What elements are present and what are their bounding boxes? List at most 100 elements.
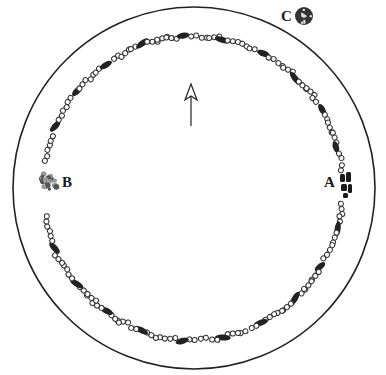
coccus [320,255,327,262]
organism [135,36,151,50]
clump-a [346,172,351,182]
organism [225,38,241,45]
coccus [44,214,49,219]
clump-c-dot [303,15,305,17]
clump-c-dot [301,22,303,24]
organism [210,337,220,342]
region-letter: B [62,175,72,190]
coccus [339,206,345,212]
coccus [338,201,344,207]
coccus [193,33,199,39]
organism [44,223,54,234]
organism [338,162,345,173]
coccus [145,39,150,44]
organism [298,286,307,297]
dark-cell [135,36,151,50]
organism [176,32,190,40]
coccus [164,35,170,41]
dark-cell [214,35,231,45]
coccus [150,39,155,44]
clump-c-dot [303,15,305,17]
clump-a [341,184,347,191]
organism [154,34,170,43]
clump-c-dot [301,13,303,15]
organism [41,153,50,164]
coccus [338,167,344,173]
clump-b [53,178,57,182]
organism-ring [41,32,345,346]
organism [198,335,209,342]
organism-clumps [39,7,352,198]
coccus [210,337,215,342]
organism [55,112,65,123]
coccus [339,162,345,168]
organism [99,305,114,317]
organism [309,94,319,105]
coccus [225,38,231,44]
arrow-shaft [190,96,191,126]
organism [44,214,50,225]
coccus [199,35,204,40]
clump-a [340,174,345,182]
organism [128,325,139,332]
clump-b [48,187,51,190]
coccus [173,335,179,341]
dark-cell [133,324,149,336]
coccus [279,307,286,314]
coccus [215,337,220,342]
organism [327,242,336,253]
coccus [128,325,134,331]
coccus [235,330,240,335]
dark-cell [176,32,190,40]
organism [279,300,294,314]
coccus [44,153,51,160]
clump-b [54,184,60,190]
dark-cell [99,59,114,71]
clump-c-dot [303,9,305,11]
organism [248,322,259,331]
organism [65,271,76,282]
coccus [248,325,255,332]
clump-a [343,193,348,198]
coccus [230,331,235,336]
organism [334,221,342,237]
arrow-head [185,84,197,100]
coccus [338,155,345,162]
coccus [270,56,276,62]
organism [47,133,56,144]
coccus [203,335,209,341]
coccus [44,219,49,224]
clump-c [295,7,313,25]
coccus [167,336,173,342]
coccus [312,98,319,105]
organism [99,59,114,71]
organism [188,33,199,40]
organism [247,46,258,53]
organism [214,35,231,45]
coccus [192,337,198,343]
clump-a [348,184,352,193]
coccus [247,46,253,52]
organism [266,54,277,62]
dark-cell [99,305,114,317]
direction-arrow [185,84,197,126]
region-letter: A [324,175,335,190]
organism [48,233,56,244]
coccus [169,35,175,41]
coccus [188,34,194,40]
coccus [50,133,57,140]
coccus [230,38,236,44]
clump-b [41,174,45,178]
dark-cell [334,221,342,237]
organism [167,335,178,341]
organism [76,77,89,92]
clump-b [43,177,49,183]
organism [133,324,149,336]
clump-c-dot [303,15,305,17]
organism [320,251,331,262]
coccus [125,320,131,326]
organism [51,252,65,267]
dish-outline [13,7,375,369]
coccus [252,46,258,52]
coccus [337,214,342,219]
